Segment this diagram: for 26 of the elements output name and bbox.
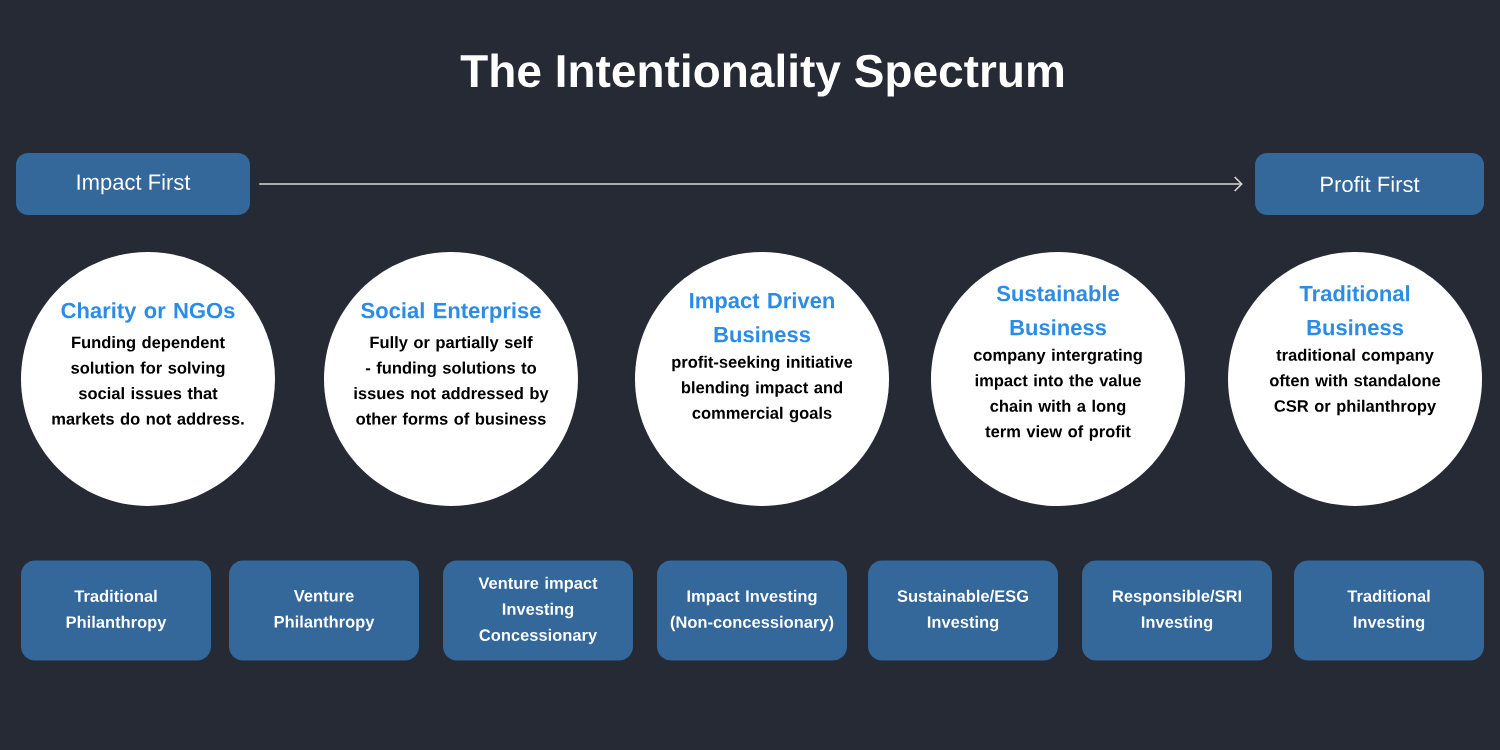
investing-box: Venture Philanthropy (229, 560, 419, 661)
investing-box: Impact Investing (Non-concessionary) (657, 560, 847, 661)
circle-text: company intergrating impact into the value chain with a long term view of profit (973, 348, 1142, 441)
circle-card (635, 252, 889, 506)
circle-heading: Impact Driven Business (690, 292, 834, 343)
rounded-box: Profit First (1255, 153, 1484, 215)
investing-box: Traditional Investing (1294, 560, 1484, 661)
circle-heading: Traditional Business (1299, 285, 1410, 336)
circle-card (324, 252, 578, 506)
investing-box: Traditional Philanthropy (21, 560, 211, 661)
circle-text: profit-seeking initiative blending impact and commercial goals (672, 355, 853, 423)
circle-heading: Sustainable Business (996, 285, 1119, 336)
circle-text: Fully or partially self - funding solutions to issues not addressed by other forms of business (354, 336, 549, 425)
title: The Intentionality Spectrum (460, 53, 1063, 97)
investing-box: Sustainable/ESG Investing (868, 560, 1058, 661)
circle-heading: Social Enterprise (361, 302, 541, 323)
circle-text: traditional company often with standalone CSR or philanthropy (1269, 348, 1441, 416)
circle-text: Funding dependent solution for solving social issues that markets do not address. (52, 336, 244, 425)
arrow (258, 176, 1243, 192)
circle-card (931, 252, 1185, 506)
circle-card (1228, 252, 1482, 506)
circle-card (21, 252, 275, 506)
rounded-box: Impact First (16, 153, 250, 215)
circle-heading: Charity or NGOs (61, 302, 235, 323)
investing-box: Responsible/SRI Investing (1082, 560, 1272, 661)
investing-box: Venture impact Investing Concessionary (443, 560, 633, 661)
